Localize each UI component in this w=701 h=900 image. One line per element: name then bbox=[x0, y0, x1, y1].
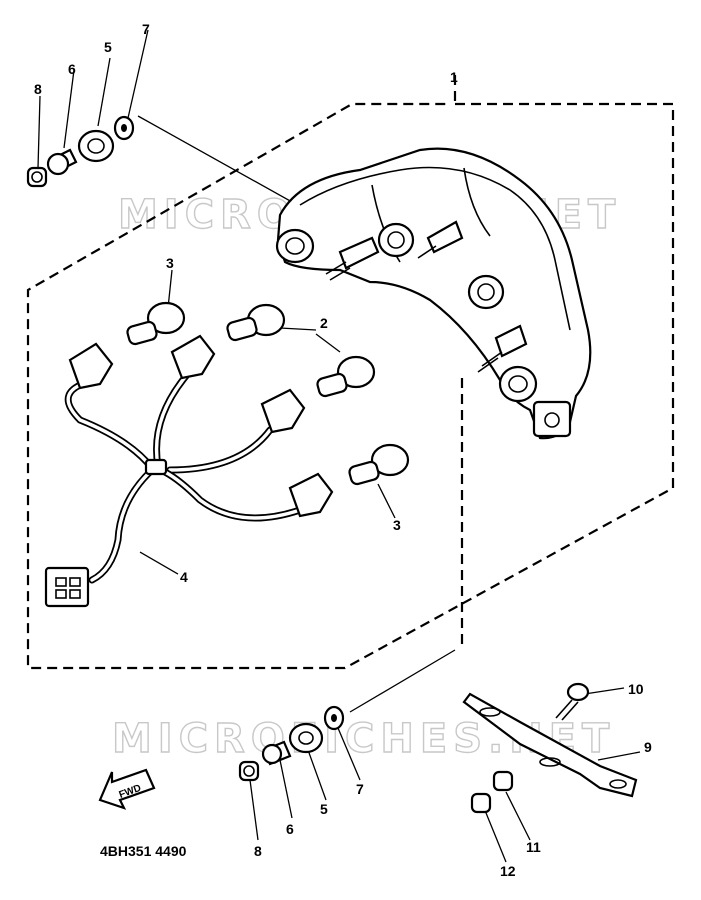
callout-4: 4 bbox=[180, 569, 188, 585]
callout-5-top: 5 bbox=[104, 39, 112, 55]
bulb-upper-left bbox=[126, 301, 186, 346]
callout-7-bottom: 7 bbox=[356, 781, 364, 797]
fwd-arrow: FWD bbox=[98, 768, 156, 810]
bulb-middle bbox=[316, 355, 376, 398]
callout-8-bottom: 8 bbox=[254, 843, 262, 859]
nut-12 bbox=[470, 792, 492, 814]
leader-lines bbox=[37, 29, 641, 863]
callout-6-top: 6 bbox=[68, 61, 76, 77]
tail-light-housing bbox=[275, 147, 592, 440]
callout-2: 2 bbox=[320, 315, 328, 331]
callout-12: 12 bbox=[500, 863, 516, 879]
license-bracket bbox=[462, 692, 638, 798]
hardware-stack-top bbox=[26, 115, 135, 188]
callout-5-bottom: 5 bbox=[320, 801, 328, 817]
callout-11: 11 bbox=[526, 839, 541, 855]
nut-11 bbox=[492, 770, 514, 792]
callout-7-top: 7 bbox=[142, 21, 150, 37]
bulb-lower bbox=[348, 443, 410, 486]
callout-labels: 1 2 3 3 4 5 5 6 6 7 7 8 8 9 10 11 12 bbox=[34, 21, 652, 879]
callout-9: 9 bbox=[644, 739, 652, 755]
bolt-10 bbox=[555, 682, 590, 721]
wiring-harness bbox=[44, 334, 334, 608]
bulbs bbox=[126, 301, 410, 486]
callout-10: 10 bbox=[628, 681, 644, 697]
hardware-stack-bottom bbox=[238, 705, 345, 782]
callout-3-lower: 3 bbox=[393, 517, 401, 533]
assembly-outline bbox=[26, 75, 675, 670]
bulb-upper-middle bbox=[226, 303, 286, 342]
callout-8-top: 8 bbox=[34, 81, 42, 97]
callout-6-bottom: 6 bbox=[286, 821, 294, 837]
drawing-code: 4BH351 4490 bbox=[100, 843, 187, 859]
callout-1: 1 bbox=[450, 69, 458, 85]
callout-3-upper: 3 bbox=[166, 255, 174, 271]
